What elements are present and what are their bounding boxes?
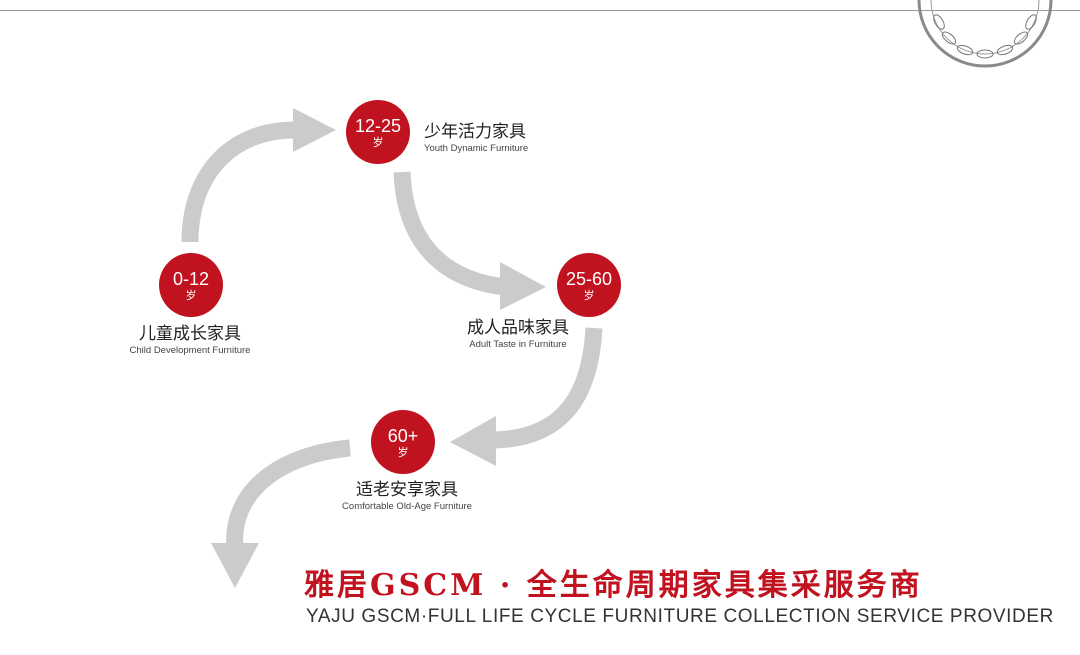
stage-unit: 岁 (583, 290, 595, 302)
stage-age: 0-12 (172, 269, 210, 289)
stage-unit: 岁 (185, 290, 197, 302)
stage-label-en: Youth Dynamic Furniture (424, 143, 529, 154)
stage-age: 25-60 (565, 269, 613, 289)
arrow-25-60-to-60plus (489, 327, 603, 449)
arrowhead-1 (293, 108, 336, 152)
top-divider-line (0, 10, 1080, 11)
laurel-emblem-icon (917, 0, 1053, 68)
stage-label-12-25: 少年活力家具 Youth Dynamic Furniture (424, 122, 528, 156)
stage-age: 60+ (387, 426, 419, 446)
arrowhead-3 (450, 416, 496, 466)
stage-label-25-60: 成人品味家具 Adult Taste in Furniture (464, 318, 572, 352)
stage-unit: 岁 (397, 447, 409, 459)
slogan-english: YAJU GSCM·FULL LIFE CYCLE FURNITURE COLL… (306, 606, 1054, 627)
arrow-60plus-to-next (226, 439, 351, 549)
stage-label-cn: 成人品味家具 (467, 318, 569, 338)
arrow-12-25-to-25-60 (393, 171, 507, 296)
stage-label-cn: 少年活力家具 (424, 122, 526, 142)
stage-label-en: Adult Taste in Furniture (469, 339, 567, 350)
stage-label-en: Child Development Furniture (129, 345, 251, 356)
stage-unit: 岁 (372, 137, 384, 149)
stage-age: 12-25 (354, 116, 402, 136)
arrowhead-2 (500, 262, 546, 310)
stage-label-60plus: 适老安享家具 Comfortable Old-Age Furniture (336, 480, 478, 514)
slogan-chinese: 雅居GSCM · 全生命周期家具集采服务商 (304, 568, 923, 603)
stage-label-en: Comfortable Old-Age Furniture (342, 501, 472, 512)
stage-label-cn: 儿童成长家具 (139, 324, 241, 344)
stage-circle-0-12: 0-12 岁 (159, 253, 223, 317)
stage-circle-25-60: 25-60 岁 (557, 253, 621, 317)
stage-label-0-12: 儿童成长家具 Child Development Furniture (126, 324, 254, 358)
arrowhead-4 (211, 543, 259, 588)
stage-circle-60plus: 60+ 岁 (371, 410, 435, 474)
stage-label-cn: 适老安享家具 (356, 480, 458, 500)
stage-circle-12-25: 12-25 岁 (346, 100, 410, 164)
arrow-0-12-to-12-25 (181, 121, 296, 243)
